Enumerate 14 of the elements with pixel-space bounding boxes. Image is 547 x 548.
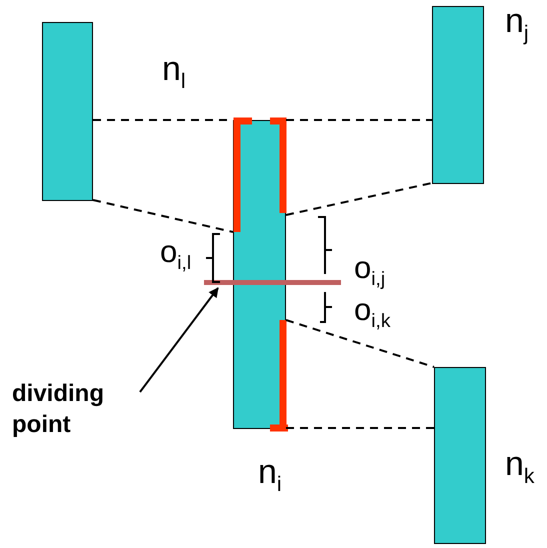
dashed-line [286,182,432,216]
node-label: n$_{i}$ [258,455,282,495]
overlap-label: o$_{i,k}$ [354,294,390,332]
dashed-line [286,119,432,121]
dashed-line [286,319,434,368]
annotation-text: dividing point [12,379,105,440]
node-label: n$_{k}$ [505,447,534,487]
dashed-line [92,199,234,233]
overlap-label: o$_{i,l}$ [160,236,192,274]
overlap-label: o$_{i,j}$ [354,252,386,290]
arrow [139,287,219,393]
node-label: n$_{l}$ [162,52,186,92]
node-label: n$_{j}$ [505,4,529,44]
dashed-line [286,427,434,429]
